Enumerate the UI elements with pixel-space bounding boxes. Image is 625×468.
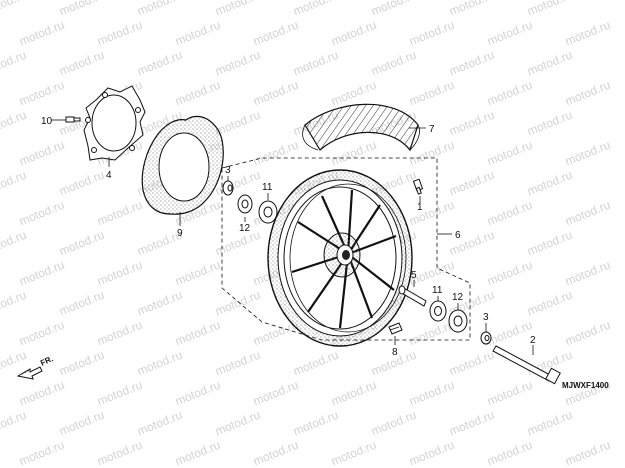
callout-12: 12 xyxy=(452,292,464,303)
callout-3: 3 xyxy=(483,312,489,323)
callout-2: 2 xyxy=(530,335,536,346)
callout-11: 11 xyxy=(432,285,443,296)
callouts: 10 4 9 3 11 12 7 1 6 5 11 12 3 2 8 xyxy=(41,116,536,358)
callout-7: 7 xyxy=(429,124,435,135)
axle xyxy=(492,345,561,385)
brake-disc-carrier xyxy=(83,85,146,161)
bolt xyxy=(65,116,81,123)
collar xyxy=(398,285,427,307)
valve xyxy=(412,178,424,195)
callout-8: 8 xyxy=(392,347,398,358)
front-direction-arrow: FR. xyxy=(16,354,55,380)
callout-1: 1 xyxy=(417,202,423,213)
brake-disc xyxy=(141,115,224,215)
callout-12: 12 xyxy=(239,223,251,234)
left-bearing-parts xyxy=(222,180,278,224)
wheel xyxy=(267,169,413,347)
callout-5: 5 xyxy=(411,270,417,281)
direction-label: FR. xyxy=(39,354,54,368)
callout-4: 4 xyxy=(106,170,112,181)
right-spacer xyxy=(480,331,492,345)
balance-weight xyxy=(388,322,403,335)
assembly-outline xyxy=(221,157,471,341)
diagram-code: MJWXF1400 xyxy=(562,381,609,390)
callout-3: 3 xyxy=(225,165,231,176)
tire xyxy=(302,103,420,152)
leader-lines xyxy=(51,119,534,355)
callout-11: 11 xyxy=(262,182,273,193)
callout-9: 9 xyxy=(177,228,183,239)
right-bearing-parts xyxy=(429,300,468,333)
callout-10: 10 xyxy=(41,116,53,127)
callout-6: 6 xyxy=(455,230,461,241)
